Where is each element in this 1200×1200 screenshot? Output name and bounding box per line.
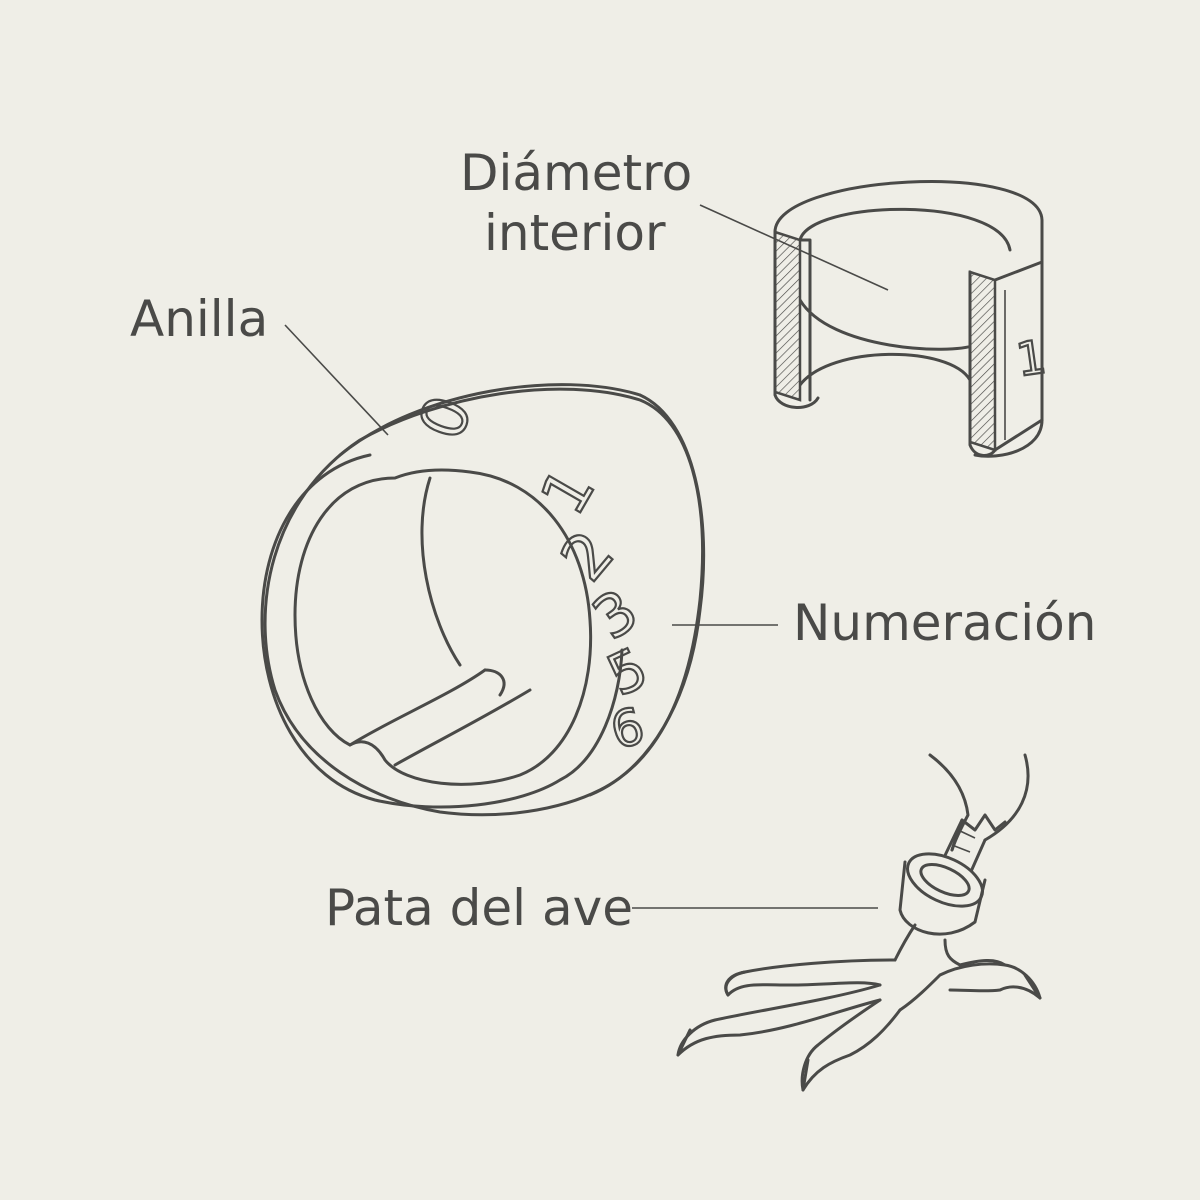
diameter-leader-line (699, 204, 889, 291)
bird-leg-label: Pata del ave (325, 879, 633, 937)
ring-leader-line (284, 324, 389, 436)
ring-illustration (260, 383, 706, 817)
numbering-label: Numeración (793, 594, 1096, 652)
diameter-label-line1: Diámetro (460, 144, 692, 202)
ring-cross-section: 1 (773, 180, 1050, 458)
ring-label: Anilla (130, 290, 268, 348)
diameter-label-line2: interior (484, 204, 666, 262)
bird-leg-illustration (676, 753, 1042, 1092)
section-digit: 1 (1013, 329, 1050, 387)
